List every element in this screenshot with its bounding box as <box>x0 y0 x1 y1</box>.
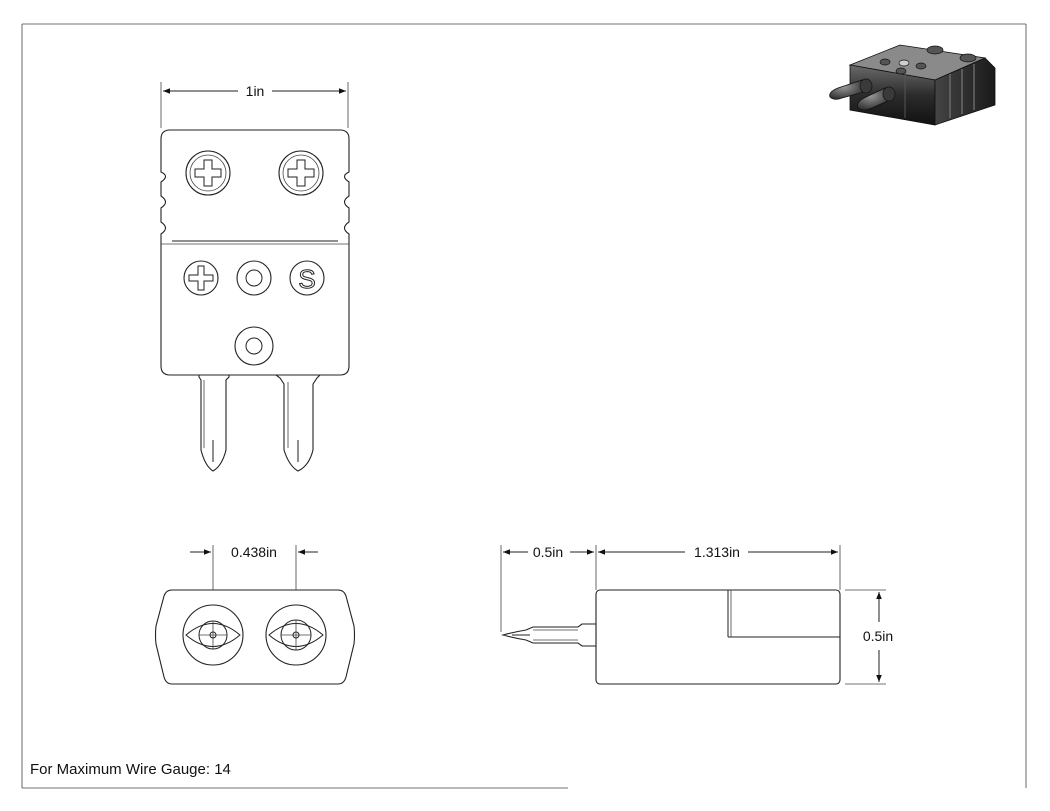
end-view: 0.438in <box>154 544 356 685</box>
lower-neutral-mark <box>234 326 274 366</box>
front-view: 1in S <box>160 82 350 472</box>
pin-end-right <box>265 604 327 666</box>
footer-note: For Maximum Wire Gauge: 14 <box>30 761 231 778</box>
neutral-terminal-mark <box>236 260 272 296</box>
pin-end-left <box>182 604 244 666</box>
shield-terminal-mark: S <box>289 260 325 296</box>
thermocouple-connector-icon <box>829 44 996 126</box>
dim-front-width: 1in <box>246 83 265 99</box>
side-view: 0.5in 1.313in 0.5in <box>500 544 893 685</box>
dim-pin-spacing: 0.438in <box>231 544 277 560</box>
pin-right <box>274 374 322 472</box>
pin-side <box>500 623 597 647</box>
dim-pin-length: 0.5in <box>533 544 563 560</box>
shield-mark-label: S <box>298 264 315 294</box>
dim-body-height: 0.5in <box>863 628 893 644</box>
positive-terminal-mark <box>183 260 219 296</box>
sheet-border <box>21 23 1027 789</box>
pin-left <box>198 374 230 472</box>
screw-right-icon <box>278 150 324 196</box>
screw-left-icon <box>185 150 231 196</box>
dim-body-length: 1.313in <box>694 544 740 560</box>
